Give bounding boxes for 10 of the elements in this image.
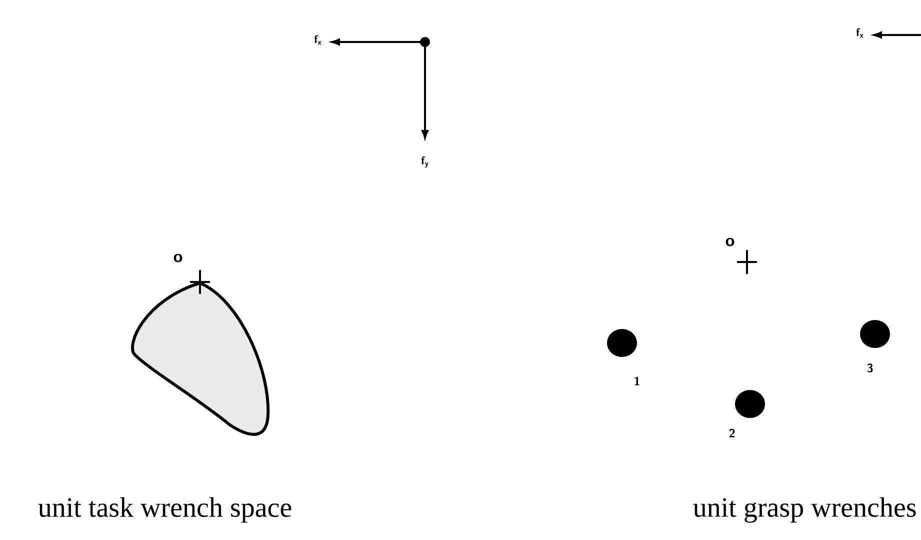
origin-label: o bbox=[726, 238, 734, 246]
axis-label: f$_{x}$ bbox=[856, 28, 864, 38]
wrench-number: 1 bbox=[634, 376, 640, 386]
axis-label: f$_{y}$ bbox=[421, 156, 428, 168]
origin-label: o bbox=[174, 254, 182, 262]
axis-label: f$_{x}$ bbox=[314, 35, 322, 45]
wrench-number: 2 bbox=[729, 428, 735, 438]
caption: unit task wrench space bbox=[38, 497, 292, 523]
wrench-number: 3 bbox=[867, 364, 873, 372]
caption: unit grasp wrenches bbox=[693, 497, 916, 523]
